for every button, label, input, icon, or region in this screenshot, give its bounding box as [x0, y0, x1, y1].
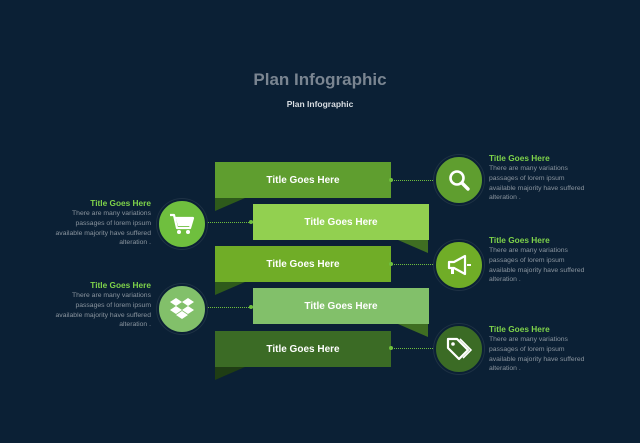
connector-dot-4: [249, 305, 253, 309]
ribbon-3: Title Goes Here: [215, 246, 391, 282]
page-subtitle: Plan Infographic: [286, 99, 354, 109]
item-5-title: Title Goes Here: [489, 324, 550, 334]
connector-dot-2: [249, 220, 253, 224]
ribbon-1-label: Title Goes Here: [266, 174, 340, 186]
connector-1: [391, 180, 435, 181]
ribbon-2-label: Title Goes Here: [304, 216, 378, 228]
connector-dot-1: [389, 178, 393, 182]
dropbox-icon: [169, 297, 195, 321]
page-title: Plan Infographic: [253, 70, 387, 89]
item-2-body: There are many variations passages of lo…: [55, 210, 151, 247]
cart-circle: [157, 199, 207, 249]
ribbon-5: Title Goes Here: [215, 331, 391, 367]
dropbox-circle: [157, 284, 207, 334]
item-1-body: There are many variations passages of lo…: [489, 165, 585, 202]
connector-5: [391, 348, 435, 349]
item-1-title: Title Goes Here: [489, 153, 550, 163]
connector-dot-3: [389, 262, 393, 266]
megaphone-icon: [446, 253, 472, 277]
connector-dot-5: [389, 346, 393, 350]
ribbon-fold-4: [398, 324, 428, 337]
item-4-body: There are many variations passages of lo…: [55, 292, 151, 329]
item-2-title: Title Goes Here: [90, 198, 151, 208]
item-3-title: Title Goes Here: [489, 235, 550, 245]
item-text-2: Title Goes Here There are many variation…: [51, 198, 151, 248]
ribbon-2: Title Goes Here: [253, 204, 429, 240]
ribbon-3-label: Title Goes Here: [266, 258, 340, 270]
ribbon-5-label: Title Goes Here: [266, 343, 340, 355]
ribbon-fold-1: [215, 198, 245, 211]
connector-2: [206, 222, 253, 223]
item-3-body: There are many variations passages of lo…: [489, 247, 585, 284]
ribbon-fold-3: [215, 282, 245, 295]
item-text-3: Title Goes Here There are many variation…: [489, 235, 589, 285]
ribbon-4: Title Goes Here: [253, 288, 429, 324]
ribbon-4-label: Title Goes Here: [304, 300, 378, 312]
ribbon-1: Title Goes Here: [215, 162, 391, 198]
item-text-1: Title Goes Here There are many variation…: [489, 153, 589, 203]
ribbon-fold-5: [215, 367, 245, 380]
item-text-4: Title Goes Here There are many variation…: [51, 280, 151, 330]
search-icon: [447, 168, 471, 192]
ribbon-fold-2: [398, 240, 428, 253]
item-text-5: Title Goes Here There are many variation…: [489, 324, 589, 374]
item-5-body: There are many variations passages of lo…: [489, 336, 585, 373]
cart-icon: [169, 212, 195, 236]
tag-circle: [434, 324, 484, 374]
megaphone-circle: [434, 240, 484, 290]
connector-4: [206, 307, 253, 308]
tag-icon: [446, 337, 472, 361]
search-circle: [434, 155, 484, 205]
item-4-title: Title Goes Here: [90, 280, 151, 290]
connector-3: [391, 264, 435, 265]
